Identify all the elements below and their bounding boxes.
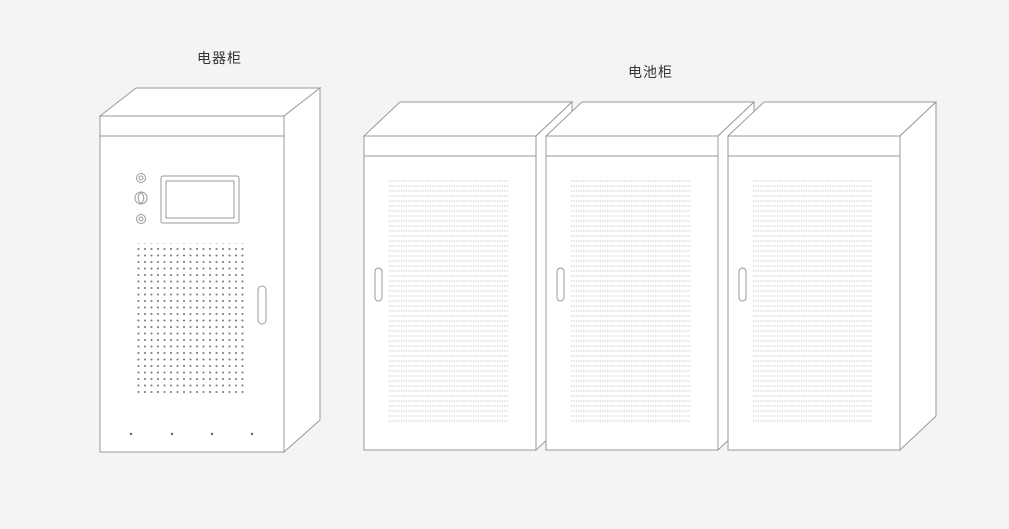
battery-cabinet bbox=[726, 100, 938, 452]
display-screen bbox=[165, 180, 235, 219]
indicator-light-top-inner bbox=[138, 175, 144, 181]
battery-door-handle bbox=[738, 267, 747, 302]
foot-dot bbox=[129, 432, 133, 436]
electrical-cabinet-label: 电器柜 bbox=[197, 51, 242, 67]
battery-cabinet bbox=[362, 100, 574, 452]
foot-dot bbox=[170, 432, 174, 436]
electrical-cabinet bbox=[98, 86, 322, 454]
battery-cabinet-side bbox=[899, 100, 937, 452]
battery-cabinet bbox=[544, 100, 756, 452]
foot-dot bbox=[250, 432, 254, 436]
battery-vent-lines bbox=[571, 180, 690, 422]
battery-door-handle bbox=[556, 267, 565, 302]
battery-vent-lines bbox=[389, 180, 508, 422]
battery-door-handle bbox=[374, 267, 383, 302]
battery-cabinet-label: 电池柜 bbox=[628, 65, 673, 81]
indicator-light-bottom-inner bbox=[138, 216, 144, 222]
electrical-cabinet-top-band bbox=[99, 115, 285, 137]
battery-cabinet-top-band bbox=[727, 135, 901, 157]
battery-cabinets bbox=[362, 100, 938, 452]
ventilation-grille bbox=[136, 243, 248, 395]
electrical-cabinet-top bbox=[98, 87, 322, 117]
door-handle bbox=[257, 285, 267, 325]
battery-vent-lines bbox=[753, 180, 872, 422]
battery-cabinet-top-band bbox=[363, 135, 537, 157]
selector-switch-knob bbox=[137, 192, 145, 204]
battery-cabinet-top-band bbox=[545, 135, 719, 157]
electrical-cabinet-side bbox=[283, 86, 321, 454]
foot-dot bbox=[210, 432, 214, 436]
